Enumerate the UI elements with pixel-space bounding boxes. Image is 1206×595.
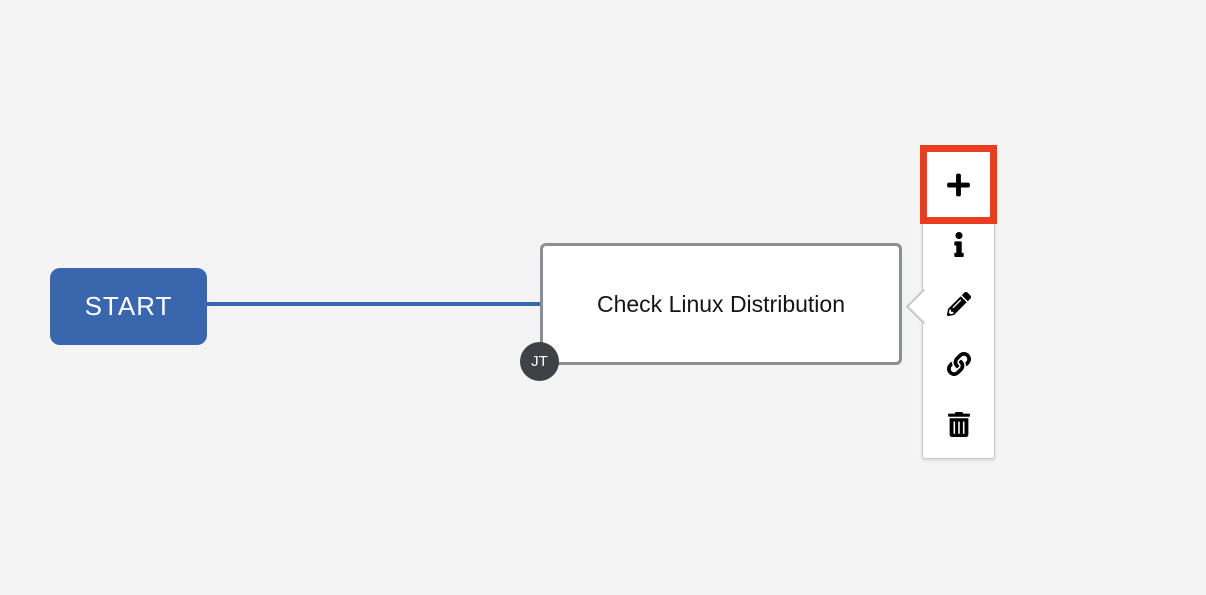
info-icon xyxy=(953,231,964,257)
pencil-icon xyxy=(946,292,971,316)
node-type-badge: JT xyxy=(520,342,559,381)
link-icon xyxy=(946,352,971,376)
delete-node-button[interactable] xyxy=(923,396,994,452)
edit-node-button[interactable] xyxy=(923,276,994,332)
start-node[interactable]: START xyxy=(50,268,207,345)
plus-icon xyxy=(947,172,970,198)
workflow-node-title: Check Linux Distribution xyxy=(596,290,845,317)
node-details-button[interactable] xyxy=(923,216,994,272)
trash-icon xyxy=(947,411,970,437)
workflow-node[interactable]: Check Linux Distribution xyxy=(540,243,902,365)
node-toolbar xyxy=(905,145,997,459)
link-node-button[interactable] xyxy=(923,336,994,392)
connector-link[interactable] xyxy=(203,302,543,306)
add-node-button[interactable] xyxy=(920,145,997,224)
